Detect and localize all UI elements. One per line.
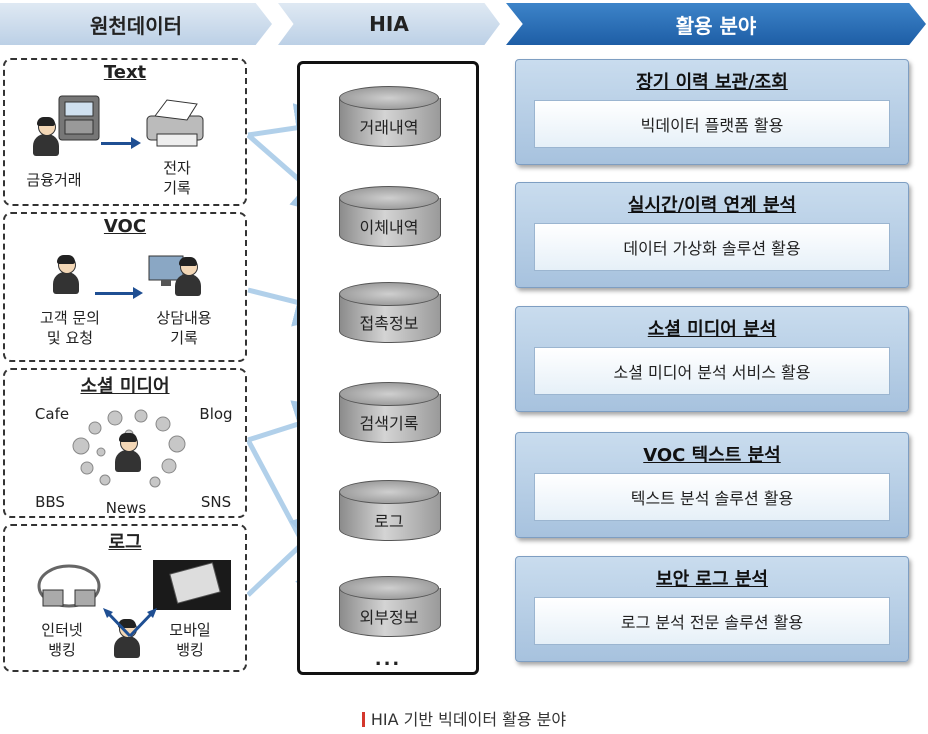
label-sns: SNS (200, 493, 232, 511)
network-computers-icon (37, 564, 101, 608)
usage-box-voc: VOC 텍스트 분석 텍스트 분석 솔루션 활용 (515, 432, 909, 538)
usage-title: 실시간/이력 연계 분석 (627, 195, 797, 216)
store-label: 접촉정보 (359, 314, 419, 333)
header-source-data: 원천데이터 (0, 3, 272, 45)
label-consultation-2: 기록 (170, 329, 198, 347)
store-contact-info: 접촉정보 (339, 282, 441, 354)
source-box-text: Text 금융거래 전자 기록 (3, 58, 247, 206)
caption-text: HIA 기반 빅데이터 활용 분야 (370, 710, 567, 729)
usage-detail: 텍스트 분석 솔루션 활용 (534, 473, 890, 521)
store-label: 검색기록 (359, 414, 419, 433)
header-hia: HIA (278, 3, 500, 45)
store-label: 외부정보 (359, 608, 419, 627)
printer-icon (146, 99, 204, 147)
label-customer-inquiry-1: 고객 문의 (40, 309, 100, 327)
usage-box-security-log: 보안 로그 분석 로그 분석 전문 솔루션 활용 (515, 556, 909, 662)
source-title-log: 로그 (108, 532, 142, 553)
caption-bar-icon (361, 712, 365, 727)
usage-title: 소셜 미디어 분석 (647, 319, 777, 340)
label-internet-banking-2: 뱅킹 (48, 641, 76, 659)
store-search-history: 검색기록 (339, 382, 441, 454)
cylinder-icon (339, 382, 439, 406)
label-blog: Blog (199, 405, 233, 423)
store-external-info: 외부정보 (339, 576, 441, 648)
usage-box-realtime: 실시간/이력 연계 분석 데이터 가상화 솔루션 활용 (515, 182, 909, 288)
store-label: 로그 (374, 512, 404, 531)
label-bbs: BBS (35, 493, 65, 511)
store-log: 로그 (339, 480, 441, 552)
cylinder-icon (339, 480, 439, 504)
label-mobile-banking-1: 모바일 (169, 621, 211, 639)
label-consultation-1: 상담내용 (156, 309, 212, 327)
usage-detail: 빅데이터 플랫폼 활용 (534, 100, 890, 148)
source-title-voc: VOC (103, 216, 147, 237)
usage-detail: 데이터 가상화 솔루션 활용 (534, 223, 890, 271)
cylinder-icon (339, 186, 439, 210)
label-financial-transaction: 금융거래 (26, 171, 82, 189)
usage-box-social: 소셜 미디어 분석 소셜 미디어 분석 서비스 활용 (515, 306, 909, 412)
store-transfers: 이체내역 (339, 186, 441, 258)
usage-detail: 로그 분석 전문 솔루션 활용 (534, 597, 890, 645)
source-box-social-media: 소셜 미디어 Cafe Blog BBS News SNS (3, 368, 247, 518)
flow-arrow-icon (95, 287, 143, 299)
label-news: News (105, 499, 147, 517)
label-electronic-1: 전자 (163, 159, 191, 177)
source-title-text: Text (103, 62, 147, 83)
source-title-social: 소셜 미디어 (80, 376, 170, 397)
usage-title: VOC 텍스트 분석 (643, 445, 781, 466)
store-label: 거래내역 (359, 118, 419, 137)
social-user-icon (115, 433, 141, 474)
label-customer-inquiry-2: 및 요청 (46, 329, 94, 347)
cylinder-icon (339, 282, 439, 306)
usage-title: 장기 이력 보관/조회 (636, 72, 788, 93)
store-transactions: 거래내역 (339, 86, 441, 158)
label-electronic-2: 기록 (163, 179, 191, 197)
figure-caption: HIA 기반 빅데이터 활용 분야 (0, 706, 928, 730)
split-arrow-icon (103, 608, 157, 638)
caller-icon (53, 255, 79, 296)
mobile-banking-icon (153, 560, 231, 610)
store-label: 이체내역 (359, 218, 419, 237)
label-cafe: Cafe (34, 405, 70, 423)
label-internet-banking-1: 인터넷 (41, 621, 83, 639)
cylinder-icon (339, 86, 439, 110)
usage-detail: 소셜 미디어 분석 서비스 활용 (534, 347, 890, 395)
header-hia-label: HIA (369, 12, 409, 36)
atm-icon (58, 95, 100, 141)
agent-icon (175, 257, 201, 298)
more-indicator: ... (374, 649, 402, 670)
header-usage-label: 활용 분야 (675, 13, 757, 38)
header-usage: 활용 분야 (506, 3, 926, 45)
label-mobile-banking-2: 뱅킹 (176, 641, 204, 659)
usage-title: 보안 로그 분석 (656, 569, 768, 590)
hia-store-column: 거래내역 이체내역 접촉정보 검색기록 로그 외부정보 ... (297, 61, 479, 675)
customer-icon (33, 117, 59, 158)
cylinder-icon (339, 576, 439, 600)
source-box-log: 로그 인터넷 뱅킹 모바일 뱅킹 (3, 524, 247, 672)
flow-arrow-icon (101, 137, 141, 149)
header-source-label: 원천데이터 (90, 13, 182, 38)
usage-box-long-term: 장기 이력 보관/조회 빅데이터 플랫폼 활용 (515, 59, 909, 165)
source-box-voc: VOC 고객 문의 및 요청 상담내용 기록 (3, 212, 247, 362)
